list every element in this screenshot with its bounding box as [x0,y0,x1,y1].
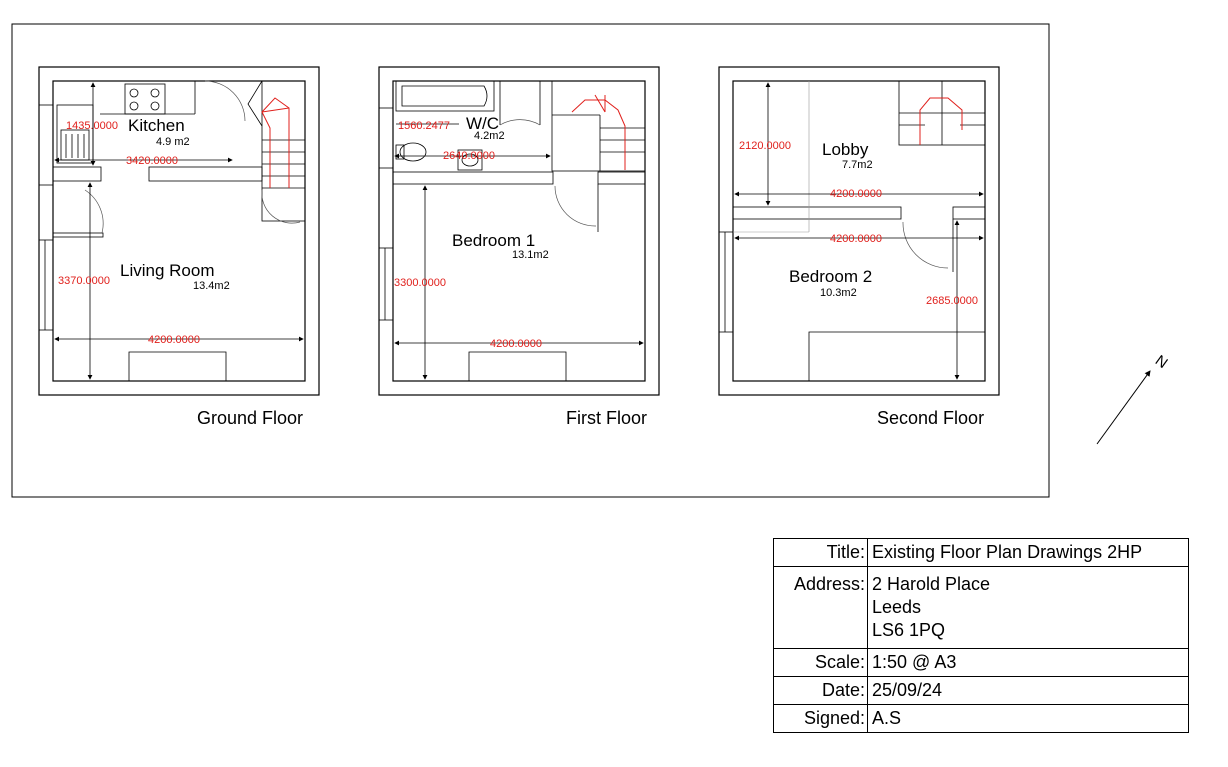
kitchen-label: Kitchen [128,116,185,135]
address-row: Address: 2 Harold Place Leeds LS6 1PQ [773,566,1189,649]
signed-row: Signed: A.S [773,704,1189,733]
title-block: Title: Existing Floor Plan Drawings 2HP … [773,538,1189,733]
north-arrow-icon: N [1096,352,1171,445]
living-room-label: Living Room [120,261,215,280]
address-line: Leeds [872,597,922,617]
dimension-label: 4200.0000 [830,233,882,245]
kitchen-area: 4.9 m2 [156,136,190,148]
wc-label: W/C [466,114,499,133]
first-floor-plan: W/C 4.2m2 Bedroom 1 13.1m2 1560.2477 264… [378,66,660,428]
signed-key: Signed: [773,704,868,733]
address-line: 2 Harold Place [872,574,991,594]
scale-row: Scale: 1:50 @ A3 [773,648,1189,677]
date-row: Date: 25/09/24 [773,676,1189,705]
scale-key: Scale: [773,648,868,677]
title-row: Title: Existing Floor Plan Drawings 2HP [773,538,1189,567]
floor-title: Second Floor [877,408,984,428]
title-key: Title: [773,538,868,567]
second-floor-plan: Lobby 7.7m2 Bedroom 2 10.3m2 2120.0000 4… [718,66,1000,428]
date-key: Date: [773,676,868,705]
lobby-area: 7.7m2 [842,159,873,171]
dimension-label: 3370.0000 [58,275,110,287]
address-line: LS6 1PQ [872,620,946,640]
bedroom-1-label: Bedroom 1 [452,231,535,250]
drawing-frame [11,23,1050,498]
dimension-label: 4200.0000 [148,334,200,346]
dimension-label: 4200.0000 [490,338,542,350]
signed-value: A.S [867,704,1189,733]
lobby-label: Lobby [822,140,869,159]
north-label: N [1152,352,1171,372]
bedroom-2-label: Bedroom 2 [789,267,872,286]
date-value: 25/09/24 [867,676,1189,705]
dimension-label: 3420.0000 [126,155,178,167]
dimension-label: 4200.0000 [830,188,882,200]
dimension-label: 1560.2477 [398,120,450,132]
floor-title: First Floor [566,408,647,428]
dimension-label: 3300.0000 [394,277,446,289]
living-room-area: 13.4m2 [193,280,230,292]
bedroom-2-area: 10.3m2 [820,287,857,299]
drawing-title: Existing Floor Plan Drawings 2HP [867,538,1189,567]
bedroom-1-area: 13.1m2 [512,249,549,261]
dimension-label: 2120.0000 [739,140,791,152]
scale-value: 1:50 @ A3 [867,648,1189,677]
floor-title: Ground Floor [197,408,303,428]
address-key: Address: [773,566,868,649]
dimension-label: 1435.0000 [66,120,118,132]
wc-area: 4.2m2 [474,130,505,142]
dimension-label: 2685.0000 [926,295,978,307]
dimension-label: 2640.0000 [443,150,495,162]
ground-floor-plan: Kitchen 4.9 m2 Living Room 13.4m2 1435.0… [38,66,320,428]
address-value: 2 Harold Place Leeds LS6 1PQ [867,566,1189,649]
